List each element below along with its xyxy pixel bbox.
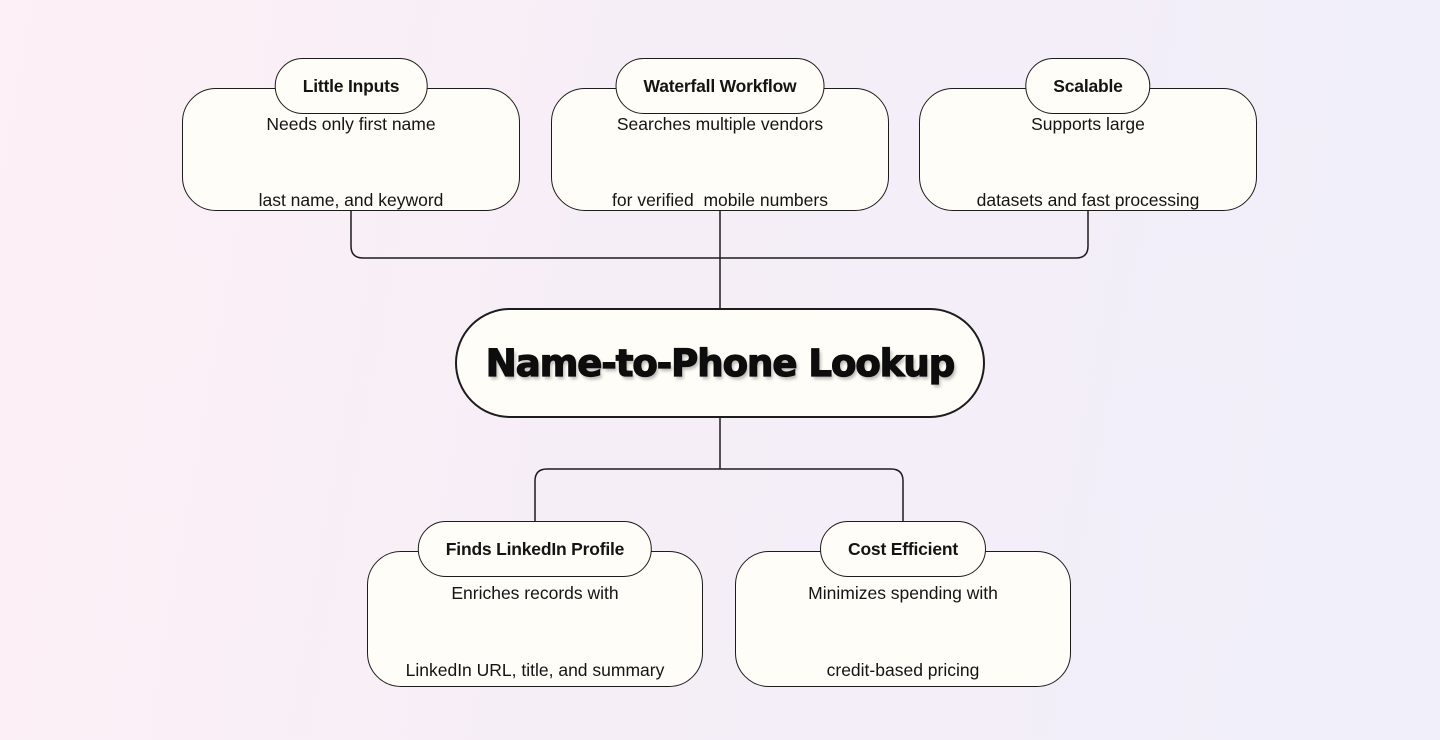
feature-label-pill: Finds LinkedIn Profile [417,521,653,577]
feature-label-pill: Scalable [1025,58,1151,114]
bottom-bracket-connector [534,468,904,522]
feature-description-line: for verified mobile numbers [612,190,828,210]
feature-label-pill: Cost Efficient [820,521,986,577]
feature-description-line: credit-based pricing [826,659,980,680]
feature-description-line: datasets and fast processing [976,190,1200,210]
feature-description-line: Searches multiple vendors [616,113,824,134]
feature-label: Scalable [1053,75,1123,96]
feature-description-line: Enriches records with [451,583,619,603]
feature-description: Needs only first name last name, and key… [259,61,444,265]
feature-label-pill: Little Inputs [274,58,428,114]
central-node: Name-to-Phone Lookup [455,308,985,418]
feature-card-scalable: Supports large datasets and fast process… [919,58,1257,211]
feature-card-finds-linkedin-profile: Enriches records with LinkedIn URL, titl… [367,521,703,687]
feature-label: Finds LinkedIn Profile [445,538,625,559]
feature-card-little-inputs: Needs only first name last name, and key… [182,58,520,211]
feature-description: Minimizes spending with credit-based pri… [808,530,998,734]
feature-description-line: last name, and keyword [258,190,444,210]
feature-description: Supports large datasets and fast process… [977,61,1200,265]
feature-card-cost-efficient: Minimizes spending with credit-based pri… [735,521,1071,687]
feature-label: Cost Efficient [848,538,958,559]
feature-card-body: Enriches records with LinkedIn URL, titl… [367,551,703,687]
feature-description: Searches multiple vendors for verified m… [612,61,828,265]
feature-description: Enriches records with LinkedIn URL, titl… [406,530,665,734]
feature-description-line: Needs only first name [266,113,436,134]
feature-label-pill: Waterfall Workflow [615,58,825,114]
feature-label: Little Inputs [302,75,400,96]
feature-card-waterfall-workflow: Searches multiple vendors for verified m… [551,58,889,211]
central-node-title: Name-to-Phone Lookup [485,341,956,385]
feature-label: Waterfall Workflow [643,75,797,96]
feature-description-line: Minimizes spending with [808,583,998,603]
feature-description-line: Supports large [1031,113,1145,134]
feature-description-line: LinkedIn URL, title, and summary [405,659,665,680]
